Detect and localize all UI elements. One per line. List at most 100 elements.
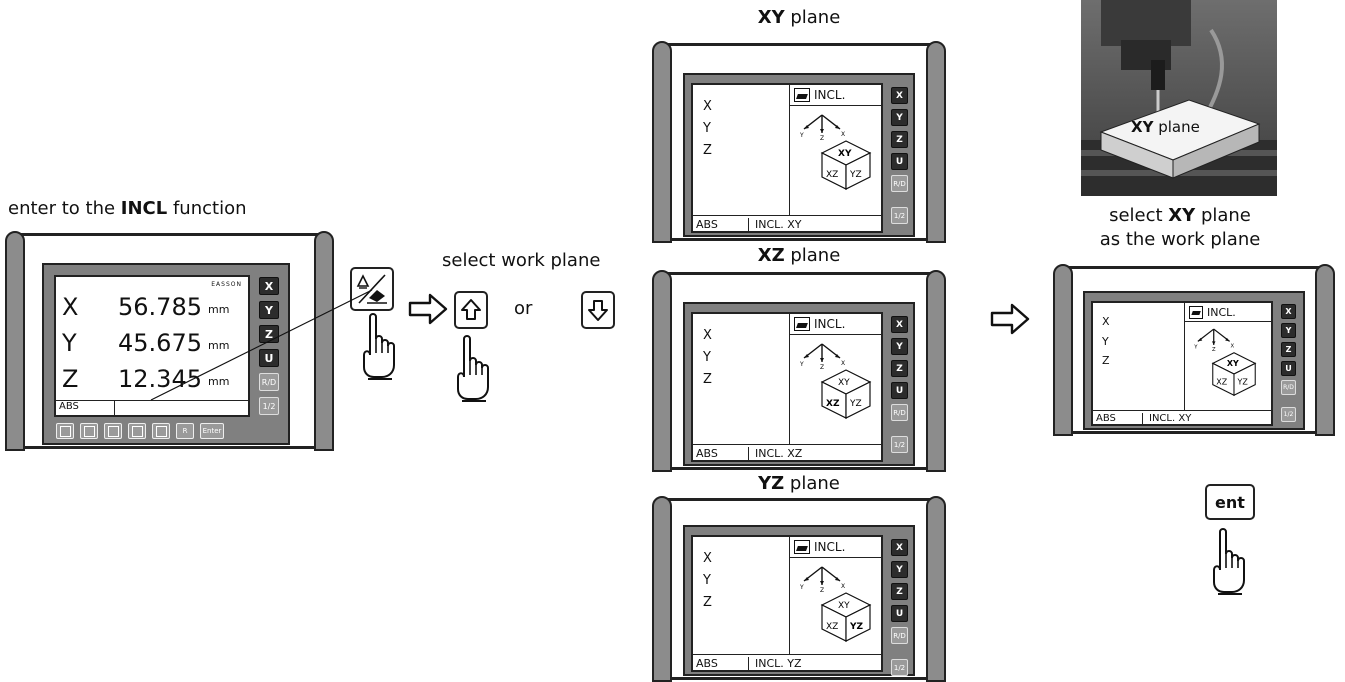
- key-x[interactable]: X: [891, 87, 908, 104]
- key-u[interactable]: U: [891, 382, 908, 399]
- svg-text:YZ: YZ: [849, 399, 862, 409]
- axis-label: Y: [703, 350, 711, 365]
- work-plane-cube-icon: XY XZ YZ: [820, 368, 872, 420]
- next-arrow-icon: [990, 302, 1030, 336]
- svg-text:X: X: [1231, 344, 1235, 350]
- key-x[interactable]: X: [891, 316, 908, 333]
- key-12[interactable]: 1/2: [891, 207, 908, 224]
- incline-panel: INCL.YXZXYXZYZ: [1184, 303, 1273, 411]
- svg-text:XY: XY: [838, 378, 850, 388]
- svg-text:X: X: [841, 360, 845, 367]
- key-12[interactable]: 1/2: [891, 436, 908, 453]
- incline-icon: [794, 540, 810, 554]
- axis-label: Z: [703, 595, 712, 610]
- key-y[interactable]: Y: [891, 561, 908, 578]
- svg-text:XY: XY: [838, 601, 850, 611]
- status-incl-plane: INCL. XZ: [749, 447, 802, 460]
- incline-icon: [1189, 306, 1203, 319]
- svg-text:YZ: YZ: [1237, 378, 1249, 387]
- key-y[interactable]: Y: [891, 338, 908, 355]
- enter-key[interactable]: ent: [1205, 484, 1255, 520]
- key-y[interactable]: Y: [1281, 323, 1296, 338]
- enter-key-label: ent: [1215, 493, 1245, 512]
- svg-text:YZ: YZ: [849, 622, 864, 632]
- up-arrow-key[interactable]: [454, 291, 488, 329]
- svg-text:Y: Y: [799, 361, 804, 368]
- key-u[interactable]: U: [891, 153, 908, 170]
- incl-header: INCL.: [1185, 303, 1273, 322]
- axis-label: Y: [1102, 335, 1109, 348]
- incl-label: INCL.: [814, 88, 845, 102]
- axis-label: X: [703, 551, 712, 566]
- key-u[interactable]: U: [891, 605, 908, 622]
- svg-text:XZ: XZ: [826, 399, 840, 409]
- svg-text:XZ: XZ: [826, 622, 838, 632]
- status-mode: ABS: [1093, 413, 1143, 424]
- axis-label: Z: [703, 143, 712, 158]
- key-rd[interactable]: R/D: [891, 404, 908, 421]
- incl-label: INCL.: [814, 317, 845, 331]
- step2-caption: select work plane: [442, 250, 600, 271]
- key-rd[interactable]: R/D: [891, 175, 908, 192]
- svg-text:Y: Y: [799, 584, 804, 591]
- work-plane-cube-icon: XY XZ YZ: [820, 591, 872, 643]
- incl-label: INCL.: [814, 540, 845, 554]
- step3-caption: select XY plane as the work plane: [1070, 204, 1290, 252]
- svg-text:YZ: YZ: [849, 170, 862, 180]
- key-y[interactable]: Y: [891, 109, 908, 126]
- press-hand-icon: [1208, 528, 1248, 598]
- status-incl-plane: INCL. XY: [1143, 413, 1191, 424]
- key-z[interactable]: Z: [891, 360, 908, 377]
- key-12[interactable]: 1/2: [1281, 407, 1296, 422]
- down-arrow-key[interactable]: [581, 291, 615, 329]
- incl-label: INCL.: [1207, 306, 1236, 319]
- key-z[interactable]: Z: [891, 583, 908, 600]
- key-z[interactable]: Z: [891, 131, 908, 148]
- dro-lcd: XYZINCL.YXZXYXZYZABSINCL. XY: [1091, 301, 1273, 426]
- incline-icon: [794, 88, 810, 102]
- svg-text:X: X: [841, 583, 845, 590]
- axis-label: X: [703, 328, 712, 343]
- key-x[interactable]: X: [1281, 304, 1296, 319]
- status-incl-plane: INCL. YZ: [749, 657, 802, 670]
- axis-label: Y: [703, 121, 711, 136]
- status-bar: ABSINCL. XY: [693, 215, 881, 231]
- key-12[interactable]: 1/2: [891, 659, 908, 676]
- axis-label: Y: [703, 573, 711, 588]
- axis-tripod-icon: YXZ: [794, 107, 854, 141]
- key-u[interactable]: U: [1281, 361, 1296, 376]
- arrow-down-icon: [587, 298, 609, 322]
- key-z[interactable]: Z: [1281, 342, 1296, 357]
- status-bar: ABSINCL. XZ: [693, 444, 881, 460]
- dro-lcd: X YZ INCL. Y XZXY XZ YZ ABSINCL. XZ: [691, 312, 883, 462]
- next-arrow-icon: [408, 292, 448, 326]
- xz-plane-title: XZ plane: [654, 245, 944, 266]
- photo-plane-label: XY plane: [1131, 118, 1200, 136]
- key-rd[interactable]: R/D: [1281, 380, 1296, 395]
- axis-key-column: XYZU R/D 1/2: [891, 316, 908, 458]
- status-mode: ABS: [693, 218, 749, 231]
- svg-text:Y: Y: [799, 132, 804, 139]
- or-label: or: [514, 298, 532, 319]
- status-mode: ABS: [693, 657, 749, 670]
- key-rd[interactable]: R/D: [891, 627, 908, 644]
- arrow-up-icon: [460, 298, 482, 322]
- axis-label: X: [1102, 315, 1110, 328]
- svg-text:Y: Y: [1193, 344, 1198, 350]
- key-x[interactable]: X: [891, 539, 908, 556]
- status-mode: ABS: [693, 447, 749, 460]
- yz-plane-title: YZ plane: [654, 473, 944, 494]
- incl-header: INCL.: [790, 314, 883, 335]
